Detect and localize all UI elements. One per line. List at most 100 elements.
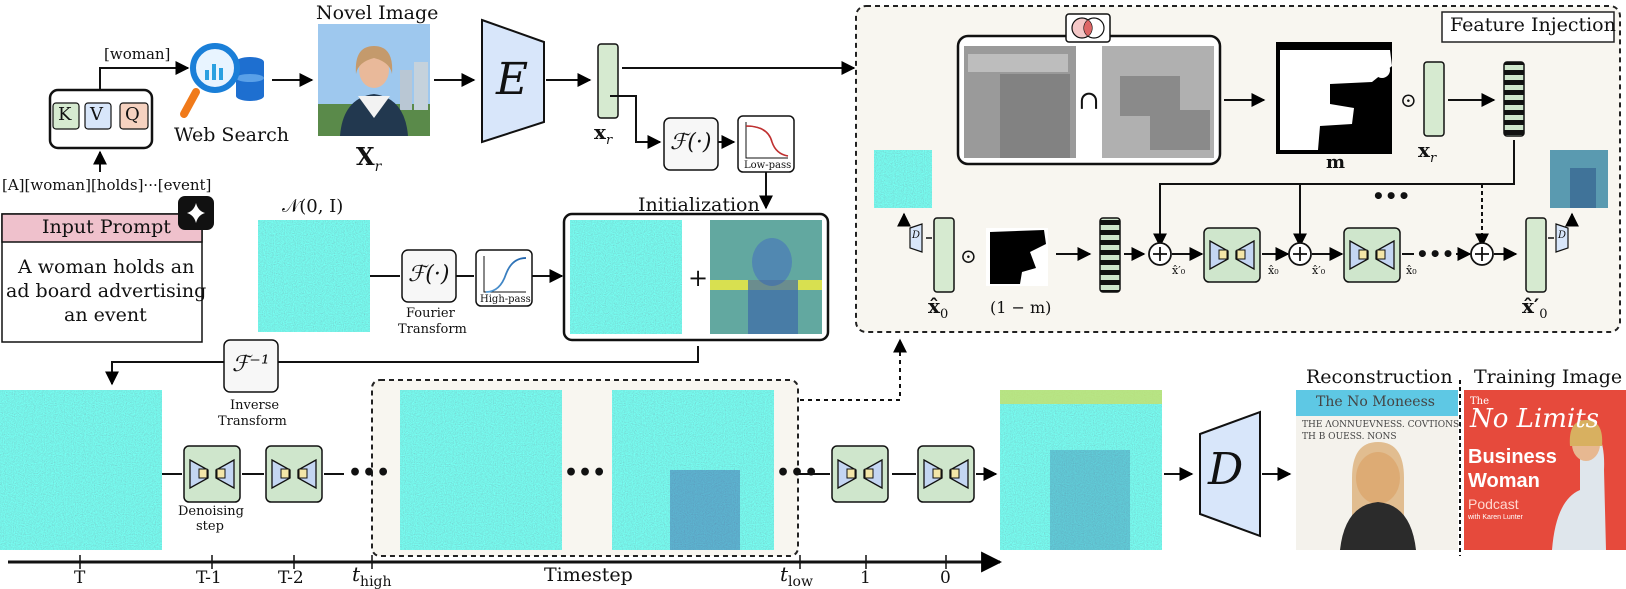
reconstruction-line-2: TH B OUESS. NONS — [1302, 432, 1397, 442]
web-search-icon — [180, 43, 264, 118]
prompt-line-1: A woman holds an — [18, 256, 195, 278]
small-x0p-1: x̂′₀ — [1172, 264, 1186, 277]
token-sequence: [A][woman][holds]···[event] — [2, 176, 212, 194]
prompt-header — [1, 213, 203, 243]
latent-xr-label: xr — [594, 120, 613, 148]
segmentation-map-image — [1102, 46, 1214, 158]
small-x0p-2: x̂′₀ — [1312, 264, 1326, 277]
unet-panel-1 — [1203, 227, 1261, 283]
prompt-line-3: an event — [64, 304, 147, 326]
lowpass-curve — [745, 125, 789, 157]
reconstruction-image — [1296, 390, 1458, 550]
feature-top-right-thumb — [1550, 150, 1608, 208]
fourier-top-box — [663, 117, 719, 171]
inverse-symbol: ℱ⁻¹ — [232, 352, 270, 377]
training-image — [1464, 390, 1626, 550]
x0-hat-bar — [933, 217, 955, 293]
mask-label: m — [1326, 152, 1346, 173]
ellipsis-1: ••• — [348, 460, 391, 486]
training-title: Training Image — [1474, 366, 1623, 388]
decoder-symbol: D — [1208, 444, 1244, 495]
unet-step-4 — [917, 445, 975, 503]
venn-icon — [1071, 17, 1105, 39]
training-big-2: Woman — [1468, 470, 1540, 492]
latent-T-image — [0, 390, 162, 550]
d-small-left: D — [912, 230, 921, 241]
training-sub: Podcast — [1468, 496, 1519, 512]
fourier-mid-caption-2: Transform — [398, 322, 467, 337]
odot-symbol-1: ⊙ — [1400, 88, 1417, 112]
ellipsis-2: ••• — [564, 460, 607, 486]
unet-panel-2 — [1343, 227, 1401, 283]
fourier-mid-caption-1: Fourier — [406, 306, 455, 321]
fourier-top-symbol: ℱ(·) — [670, 130, 712, 155]
x0-hat-label: x̂0 — [928, 294, 949, 322]
query-word-label: [woman] — [104, 45, 171, 63]
odot-symbol-2: ⊙ — [960, 244, 977, 268]
novel-image-symbol: Xr — [356, 142, 382, 175]
unet-step-1 — [183, 445, 241, 503]
tick-0: 0 — [940, 568, 951, 588]
ellipsis-3: ••• — [776, 460, 819, 486]
tick-T-2: T-2 — [278, 568, 304, 588]
query-arrow — [99, 61, 190, 90]
attention-map-image — [964, 46, 1076, 158]
inv-mask-label: (1 − m) — [990, 298, 1052, 317]
ellipsis-panel-top: ••• — [1372, 184, 1411, 208]
latent-0-image — [1000, 390, 1162, 550]
small-x0-1: x̂₀ — [1268, 264, 1279, 277]
injection-dotted-arrow — [800, 338, 907, 401]
latent-mid-image — [612, 390, 774, 550]
highpass-label: High-pass — [480, 294, 531, 305]
decoder-small-left — [909, 223, 923, 253]
lowpass-label: Low-pass — [744, 160, 792, 171]
reconstruction-line-1: THE ΛONNUEVNESS. COVTIONS. — [1302, 420, 1462, 430]
tick-T-1: T-1 — [196, 568, 222, 588]
noise-label: 𝒩(0, I) — [282, 196, 344, 217]
small-x0-2: x̂₀ — [1406, 264, 1417, 277]
novel-image — [318, 24, 430, 136]
prompt-title: Input Prompt — [42, 216, 171, 238]
training-brand-1: The — [1470, 396, 1490, 407]
token-v-box — [84, 102, 112, 130]
intersect-symbol: ∩ — [1078, 86, 1100, 116]
timestep-label: Timestep — [544, 564, 633, 586]
initialization-title: Initialization — [638, 194, 760, 216]
token-k-label: K — [58, 104, 72, 125]
init-lowfreq-image — [710, 220, 822, 334]
unet-step-2 — [265, 445, 323, 503]
masked-gen-bar — [1099, 217, 1121, 293]
inverse-fourier-box — [223, 339, 279, 393]
x0-prime-label: x̂′0 — [1522, 294, 1548, 322]
denoise-caption-2: step — [196, 519, 224, 534]
inv-mask-image — [986, 228, 1048, 286]
unet-step-3 — [831, 445, 889, 503]
token-k-box — [52, 102, 80, 130]
inverse-caption-2: Transform — [218, 414, 287, 429]
masked-ref-bar — [1503, 61, 1525, 137]
prompt-line-2: ad board advertising — [6, 280, 207, 302]
training-author: with Karen Lunter — [1468, 514, 1523, 521]
fourier-mid-symbol: ℱ(·) — [408, 262, 450, 287]
feature-top-left-thumb — [874, 150, 932, 208]
ellipsis-panel-row: ••• — [1416, 242, 1455, 266]
highpass-curve — [485, 257, 527, 293]
tick-t-high: thigh — [352, 562, 392, 589]
reconstruction-title: Reconstruction — [1306, 366, 1453, 388]
novel-image-title: Novel Image — [316, 2, 439, 24]
gaussian-noise-image — [258, 220, 370, 332]
web-search-label: Web Search — [174, 124, 289, 146]
decoder-block — [1199, 410, 1261, 538]
latent-xr-bar — [597, 43, 619, 119]
token-q-label: Q — [125, 104, 140, 125]
reconstruction-header: The No Moneess — [1316, 394, 1435, 410]
xr-label-2: xr — [1418, 138, 1437, 166]
initialization-plus: + — [688, 264, 709, 292]
denoise-caption-1: Denoising — [178, 504, 244, 519]
init-noise-image — [570, 220, 682, 334]
training-big-1: Business — [1468, 446, 1557, 468]
feature-injection-title: Feature Injection — [1450, 14, 1616, 36]
token-v-label: V — [90, 104, 103, 125]
